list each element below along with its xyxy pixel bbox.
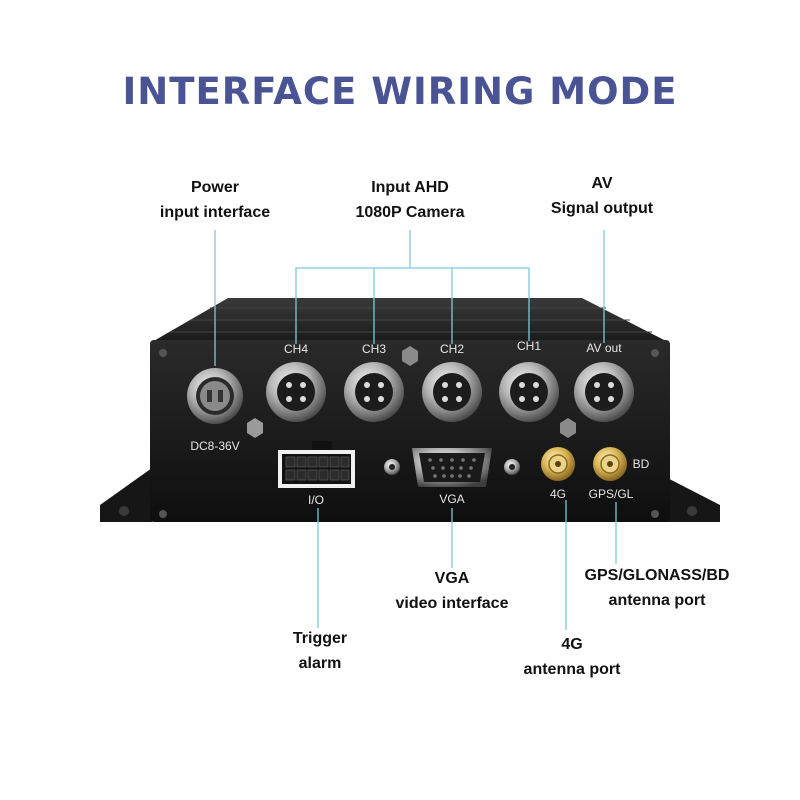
grounding-screw-right xyxy=(560,418,576,438)
lte-callout-line2: antenna port xyxy=(523,661,621,678)
lte-callout: 4G antenna port xyxy=(497,632,647,682)
leader-lines xyxy=(214,230,617,630)
power-callout: Power input interface xyxy=(140,175,290,225)
grounding-screw-left xyxy=(247,418,263,438)
vga-callout-line2: video interface xyxy=(395,595,509,612)
av-out-label: AV out xyxy=(586,341,622,355)
connector-ch2 xyxy=(422,362,482,422)
connector-ch4 xyxy=(266,362,326,422)
av-callout: AV Signal output xyxy=(527,171,677,221)
power-connector xyxy=(187,368,243,424)
av-callout-line2: Signal output xyxy=(550,200,654,217)
connector-ch3 xyxy=(344,362,404,422)
housing-top xyxy=(152,298,668,342)
ch1-label: CH1 xyxy=(517,339,541,353)
page-title: INTERFACE WIRING MODE xyxy=(122,70,678,113)
vga-callout-line1: VGA xyxy=(434,570,470,587)
vga-callout: VGA video interface xyxy=(372,566,532,616)
mounting-flange-left xyxy=(100,468,152,522)
trigger-callout-line2: alarm xyxy=(298,655,342,672)
gps-gl-label: GPS/GL xyxy=(589,487,634,501)
gps-callout-line1: GPS/GLONASS/BD xyxy=(584,567,730,584)
vga-port xyxy=(384,448,520,487)
trigger-callout: Trigger alarm xyxy=(260,626,380,676)
ahd-callout-line1: Input AHD xyxy=(371,179,449,196)
trigger-callout-line1: Trigger xyxy=(292,630,348,647)
gps-callout-line2: antenna port xyxy=(608,592,706,609)
ch2-label: CH2 xyxy=(440,342,464,356)
gps-callout: GPS/GLONASS/BD antenna port xyxy=(562,563,752,613)
av-callout-line1: AV xyxy=(591,175,613,192)
ahd-callout-line2: 1080P Camera xyxy=(355,204,465,221)
vga-label: VGA xyxy=(439,492,464,506)
dc-voltage-label: DC8-36V xyxy=(190,439,239,453)
io-terminal-block xyxy=(278,441,355,488)
lte-callout-line1: 4G xyxy=(561,636,583,653)
bd-label: BD xyxy=(633,457,650,471)
io-label: I/O xyxy=(308,493,324,507)
connector-ch1 xyxy=(499,362,559,422)
ahd-callout: Input AHD 1080P Camera xyxy=(320,175,500,225)
power-callout-line2: input interface xyxy=(159,204,271,221)
ch4-label: CH4 xyxy=(284,342,308,356)
power-callout-line1: Power xyxy=(190,179,239,196)
grounding-screw-top xyxy=(402,346,418,366)
connector-av-out xyxy=(574,362,634,422)
antenna-4g xyxy=(541,447,575,481)
4g-label: 4G xyxy=(550,487,566,501)
antenna-gps xyxy=(593,447,627,481)
ch3-label: CH3 xyxy=(362,342,386,356)
